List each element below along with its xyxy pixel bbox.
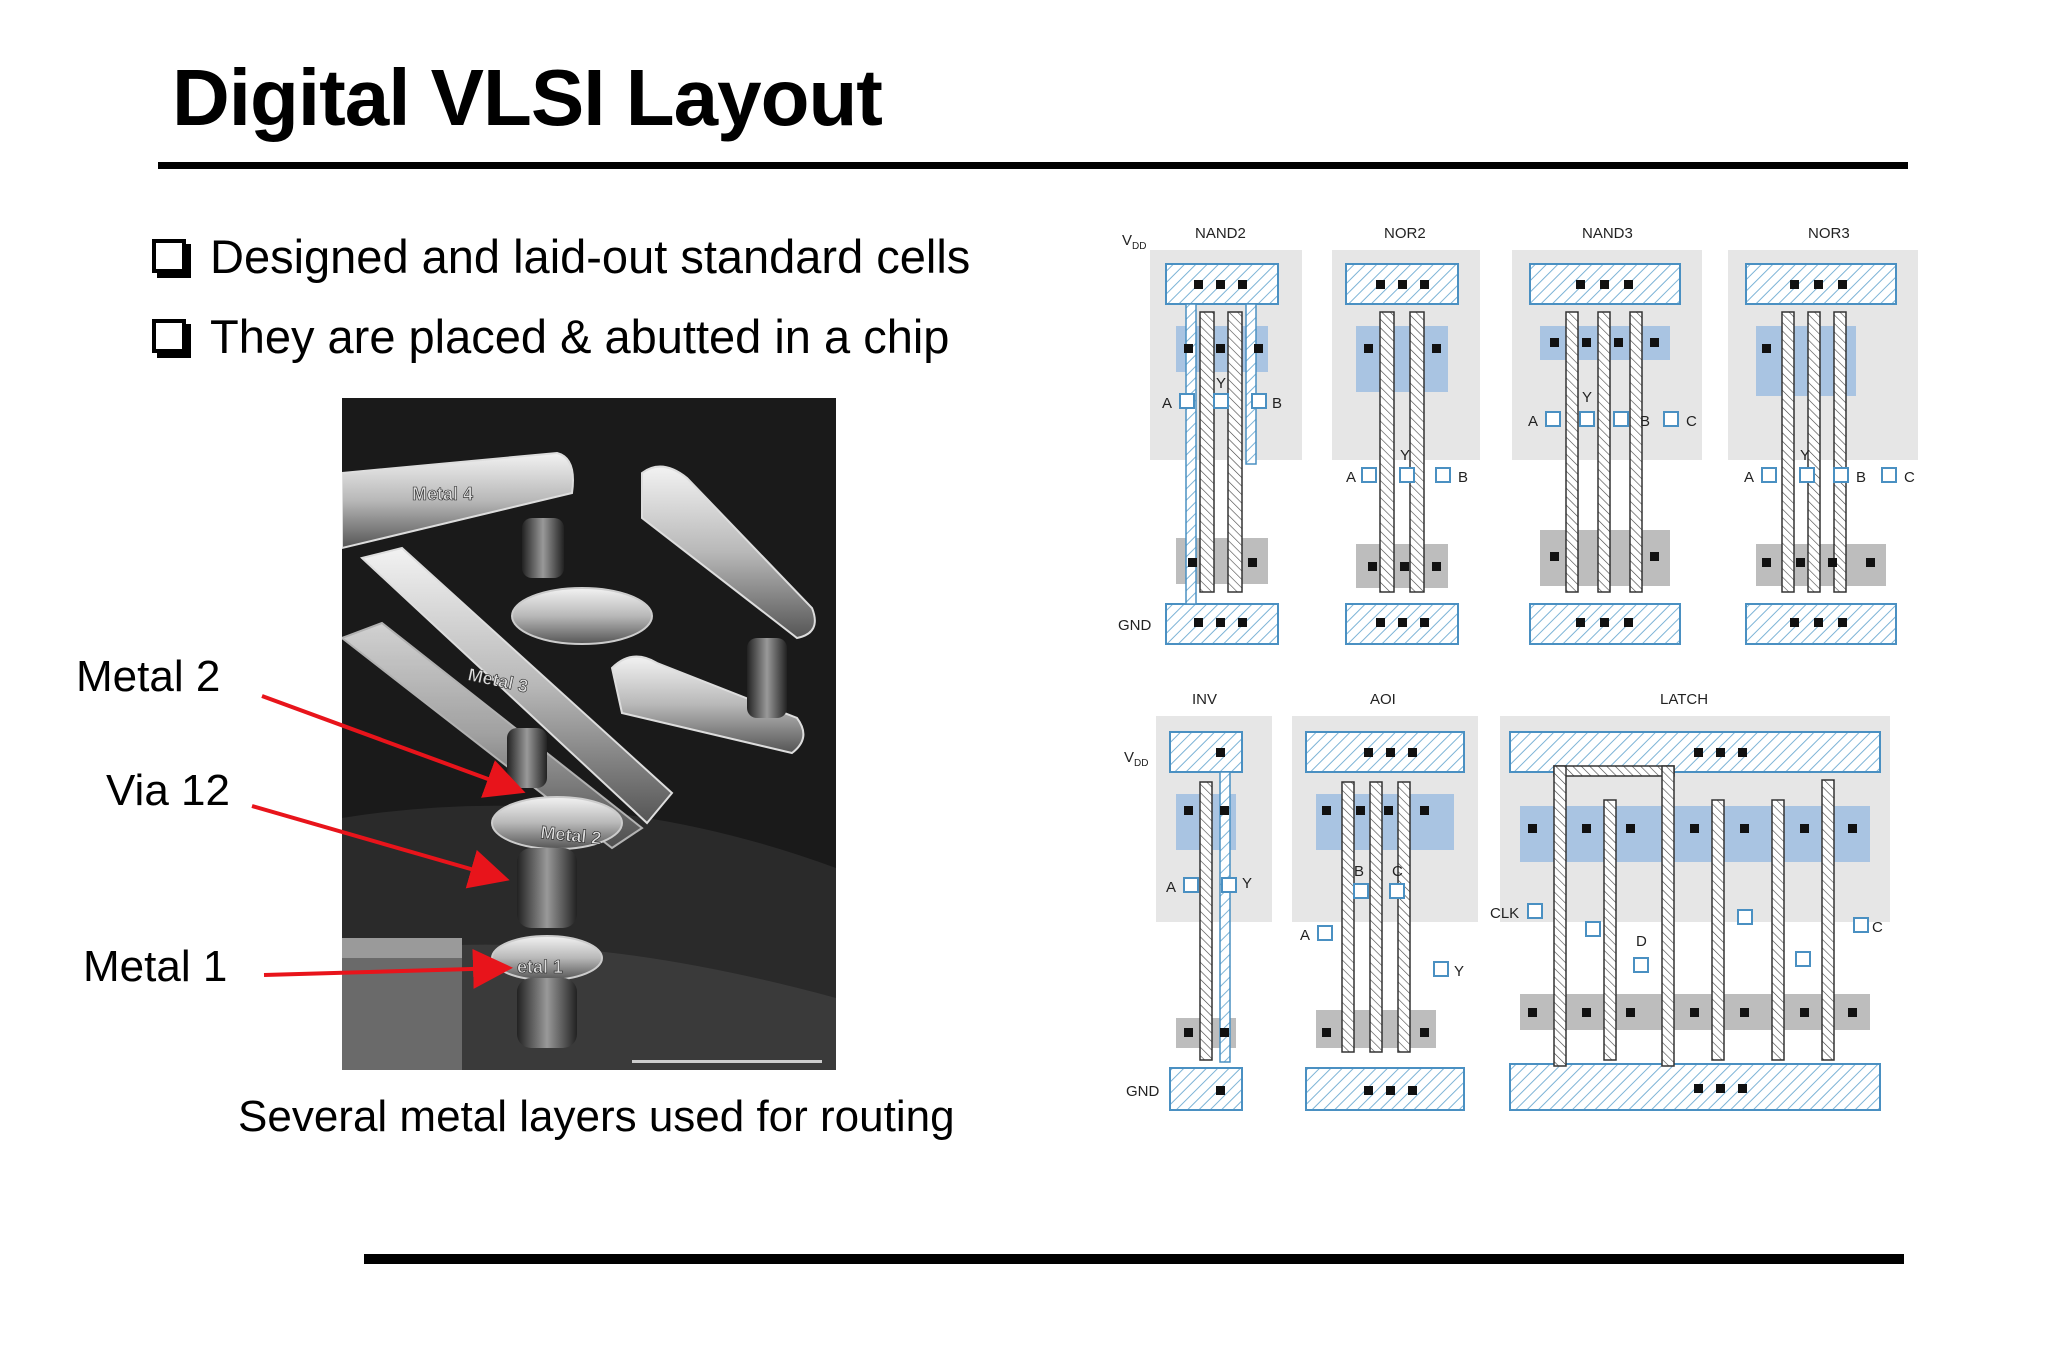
pin-c: C: [1686, 413, 1697, 430]
scale-bar-ticks: [632, 1060, 822, 1063]
bullet-item: They are placed & abutted in a chip: [152, 296, 970, 376]
pin-a: A: [1528, 413, 1538, 430]
pin-c: C: [1872, 919, 1883, 936]
pin-a: A: [1166, 879, 1176, 896]
photo-caption: Several metal layers used for routing: [238, 1092, 955, 1141]
pin-b: B: [1640, 413, 1650, 430]
callout-metal1: Metal 1: [83, 942, 228, 991]
pin-b: B: [1458, 469, 1468, 486]
vdd-label: VDD: [1124, 749, 1148, 769]
pin-d: D: [1636, 933, 1647, 950]
pin-b: B: [1354, 863, 1364, 880]
cell-title-aoi: AOI: [1370, 691, 1396, 708]
gnd-label: GND: [1118, 617, 1152, 634]
checkbox-bullet-icon: [152, 239, 186, 273]
pin-a: A: [1744, 469, 1754, 486]
pin-a: A: [1300, 927, 1310, 944]
callout-via12: Via 12: [106, 766, 230, 815]
cell-latch: LATCH CLK D C: [1490, 691, 1890, 1111]
pin-clk: CLK: [1490, 905, 1519, 922]
vdd-label: VDD: [1122, 232, 1146, 252]
cell-title-latch: LATCH: [1660, 691, 1708, 708]
cell-nor2: NOR2 A B Y: [1332, 225, 1480, 645]
cell-title-nand3: NAND3: [1582, 225, 1633, 242]
cell-nor3: NOR3 A B C Y: [1728, 225, 1918, 645]
cell-title-nor2: NOR2: [1384, 225, 1426, 242]
cell-title-nand2: NAND2: [1195, 225, 1246, 242]
bullet-list: Designed and laid-out standard cells The…: [152, 216, 970, 376]
pin-y: Y: [1242, 875, 1252, 892]
pin-y: Y: [1800, 447, 1810, 464]
bullet-item: Designed and laid-out standard cells: [152, 216, 970, 296]
pin-y: Y: [1582, 389, 1592, 406]
pin-b: B: [1856, 469, 1866, 486]
cell-aoi: AOI A B C Y: [1292, 691, 1478, 1111]
bullet-text: Designed and laid-out standard cells: [210, 229, 971, 283]
cell-nand2: NAND2 VDD A B Y GND: [1118, 225, 1302, 645]
pin-a: A: [1162, 395, 1172, 412]
pin-c: C: [1904, 469, 1915, 486]
checkbox-bullet-icon: [152, 319, 186, 353]
bullet-text: They are placed & abutted in a chip: [210, 309, 950, 363]
title-underline: [158, 162, 1908, 169]
photo-label-metal4: Metal 4: [412, 484, 473, 504]
footer-rule: [364, 1254, 1904, 1264]
pin-y: Y: [1400, 447, 1410, 464]
pin-b: B: [1272, 395, 1282, 412]
cell-title-nor3: NOR3: [1808, 225, 1850, 242]
gnd-label: GND: [1126, 1083, 1160, 1100]
pin-a: A: [1346, 469, 1356, 486]
slide-title: Digital VLSI Layout: [172, 53, 883, 142]
callout-metal2: Metal 2: [76, 652, 221, 701]
pin-y: Y: [1454, 963, 1464, 980]
pin-y: Y: [1216, 375, 1226, 392]
cell-title-inv: INV: [1192, 691, 1217, 708]
photo-label-metal1: etal 1: [517, 957, 563, 977]
cell-nand3: NAND3 A B C Y: [1512, 225, 1702, 645]
cell-inv: INV VDD A Y GND: [1124, 691, 1272, 1111]
pin-c: C: [1392, 863, 1403, 880]
